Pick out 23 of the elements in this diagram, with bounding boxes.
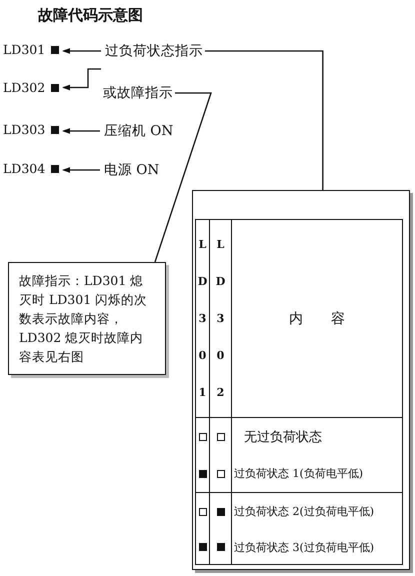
indicator-label: 过负荷状态指示 [105,42,203,60]
table-cell-text: 过负荷状态 3(过负荷电平低) [234,540,374,554]
indicator-label: 或故障指示 [103,84,173,102]
table-cell-text: 无过负荷状态 [244,428,322,446]
led-label: LD302 [3,80,46,95]
column-header: LD301 [197,237,208,401]
indicator-label: 电源 ON [104,161,160,179]
led-label: LD303 [3,122,46,137]
table-cell-text: 过负荷状态 1(负荷电平低) [234,466,364,481]
arrow [62,48,101,54]
column-header: LD302 [215,237,226,401]
arrow [62,68,101,90]
column-header: 内 容 [288,310,346,328]
arrow [62,128,100,134]
indicator-label: 压缩机 ON [104,122,174,140]
led-label: LD304 [3,161,46,176]
arrow [62,167,100,173]
led-label: LD301 [3,42,46,57]
connector-line [205,50,324,190]
connector-line [154,92,212,262]
diagram-title: 故障代码示意图 [38,6,143,25]
note-box: 故障指示：LD301 熄灭时 LD301 闪烁的次数表示故障内容，LD302 熄灭时故障内容表见右图 [8,262,166,375]
table-cell-text: 过负荷状态 2(过负荷电平低) [234,504,374,519]
